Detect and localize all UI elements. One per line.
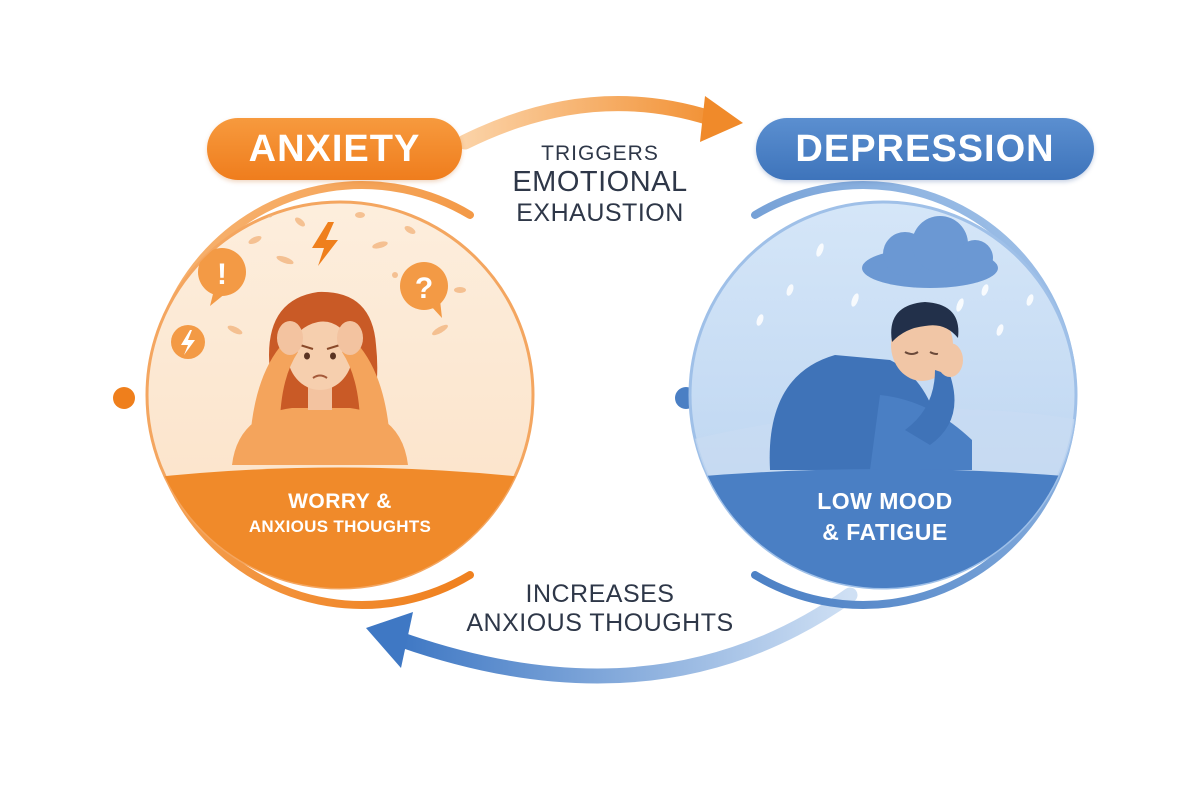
anxiety-caption: WORRY & ANXIOUS THOUGHTS — [175, 488, 505, 539]
sad-man-illustration — [769, 302, 972, 470]
depression-title: DEPRESSION — [795, 127, 1055, 170]
rain-cloud-icon — [862, 216, 998, 288]
top-arrow-label: TRIGGERS EMOTIONAL EXHAUSTION — [470, 142, 730, 228]
anxiety-caption-line1: WORRY & — [288, 490, 392, 513]
depression-title-badge: DEPRESSION — [756, 118, 1094, 180]
anxiety-circle: ! ? — [113, 181, 535, 609]
anxiety-caption-line2: ANXIOUS THOUGHTS — [248, 517, 432, 537]
bottom-cycle-arrow — [366, 587, 858, 684]
depression-caption-line2: & FATIGUE — [822, 519, 948, 546]
ring-node-left — [113, 387, 135, 409]
question-bubble-icon: ? — [400, 262, 448, 318]
anxiety-title-badge: ANXIETY — [207, 118, 462, 180]
top-arrow-line3: EXHAUSTION — [516, 199, 684, 228]
top-arrow-line1: TRIGGERS — [541, 142, 659, 165]
bottom-arrow-label: INCREASES ANXIOUS THOUGHTS — [440, 580, 760, 638]
exclamation-bubble-icon: ! — [198, 248, 246, 306]
bottom-arrow-line2: ANXIOUS THOUGHTS — [466, 608, 734, 637]
depression-caption-line1: LOW MOOD — [817, 488, 953, 514]
svg-text:!: ! — [217, 258, 227, 291]
svg-text:?: ? — [415, 272, 433, 305]
lightning-icon — [312, 222, 338, 266]
depression-caption: LOW MOOD & FATIGUE — [720, 486, 1050, 548]
bottom-arrow-line1: INCREASES — [525, 580, 675, 608]
anxiety-title: ANXIETY — [248, 127, 421, 170]
worried-woman-illustration — [232, 291, 408, 465]
depression-circle — [675, 181, 1078, 609]
top-cycle-arrow — [457, 96, 743, 150]
small-lightning-bubble-icon — [171, 325, 205, 359]
top-arrow-line2: EMOTIONAL — [512, 166, 688, 199]
